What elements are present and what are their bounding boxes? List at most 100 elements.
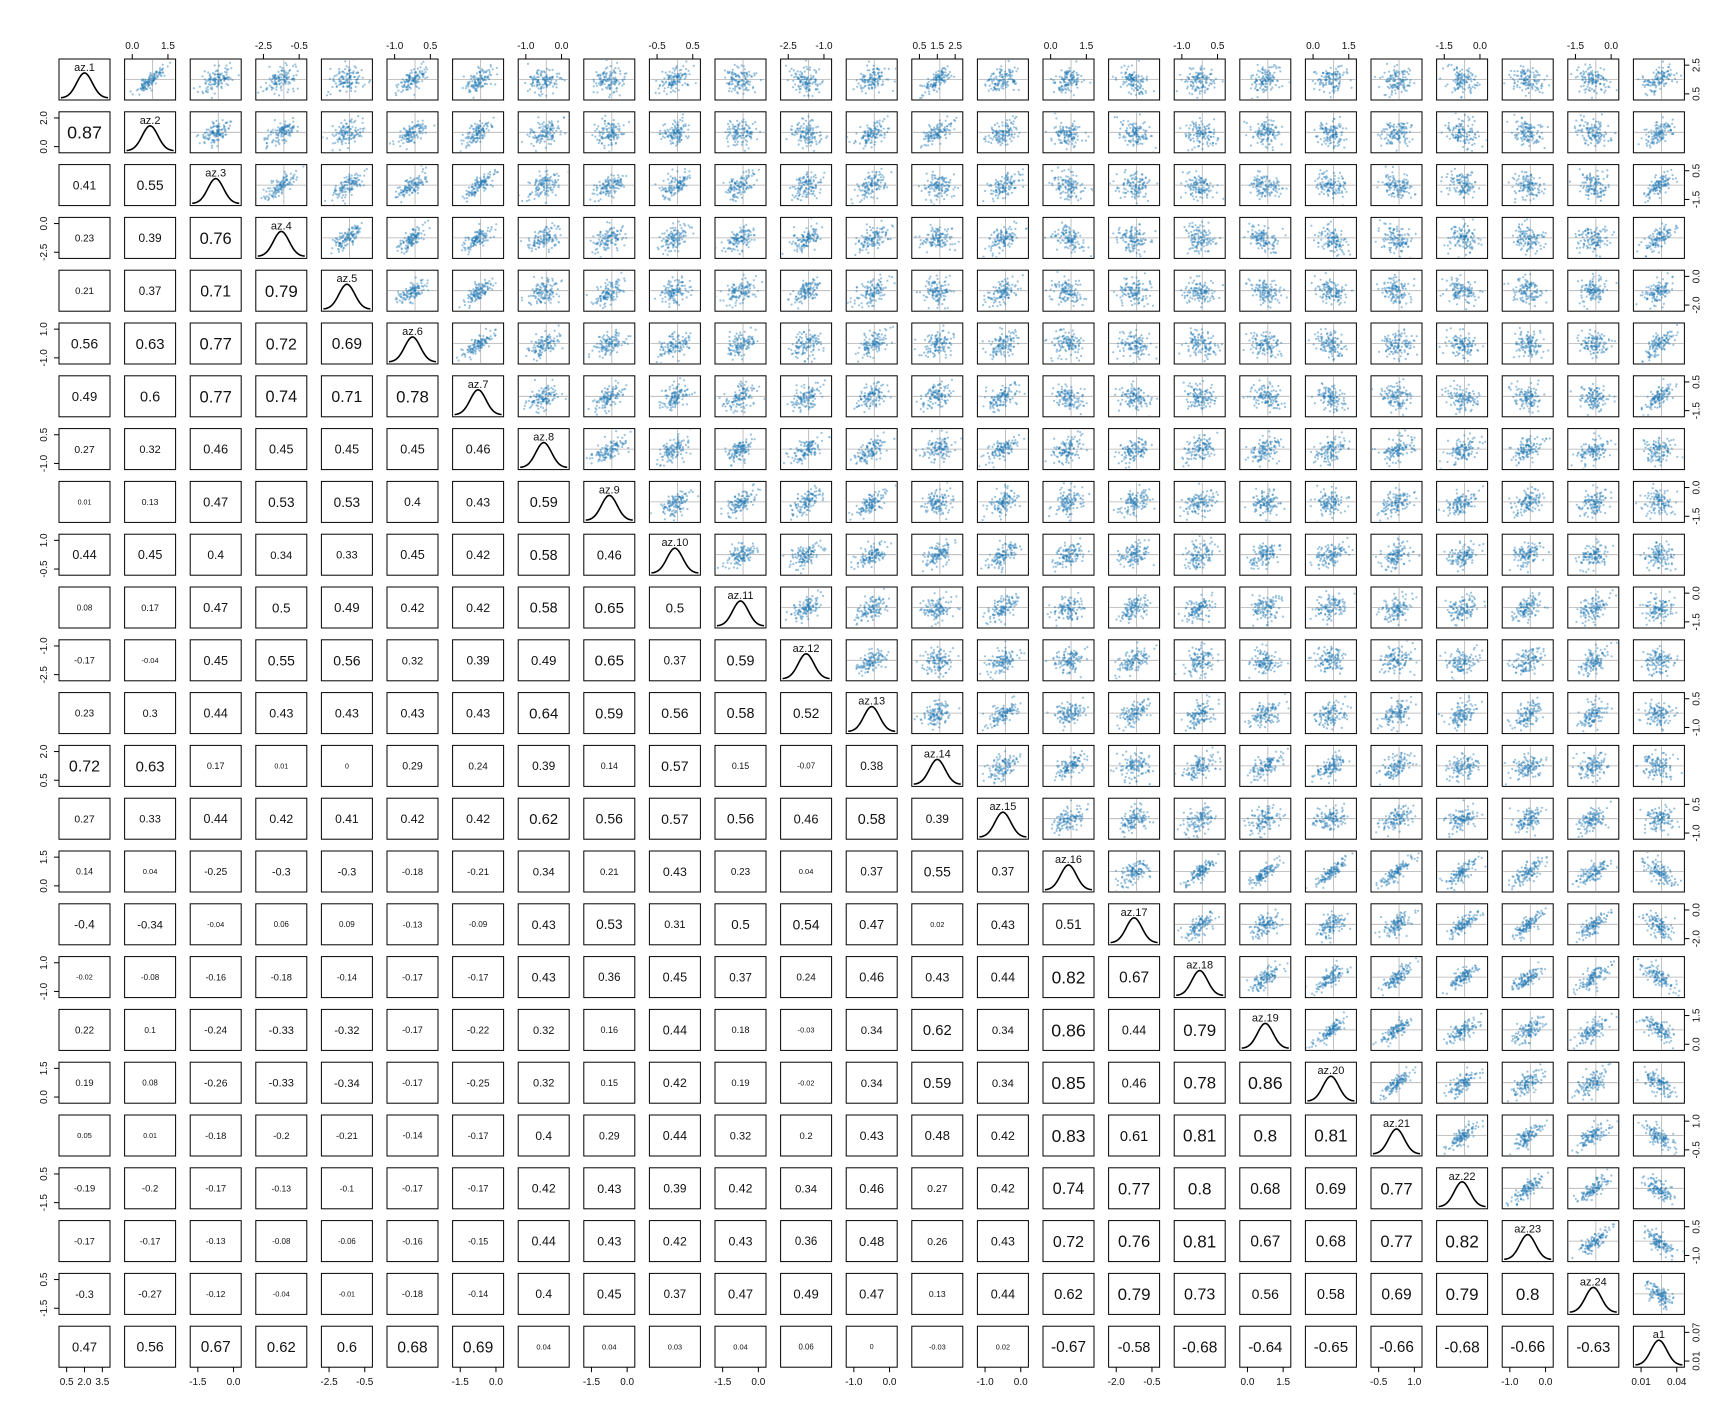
scatter-point [398, 136, 401, 139]
scatter-point [285, 125, 288, 128]
scatter-point [1142, 137, 1145, 140]
scatter-points [978, 112, 1028, 152]
scatter-point [408, 139, 411, 142]
scatter-point [1084, 131, 1087, 134]
scatter-point [861, 79, 865, 83]
scatter-point [343, 81, 346, 84]
scatter-point [863, 81, 866, 84]
scatter-point [1325, 75, 1328, 78]
scatter-point [289, 127, 292, 130]
scatter-point [1063, 83, 1066, 86]
scatter-point [1126, 143, 1129, 146]
scatter-point [1387, 77, 1390, 80]
scatter-point [1393, 83, 1396, 86]
scatter-point [1667, 66, 1670, 69]
scatter-point [1409, 78, 1412, 82]
scatter-point [346, 86, 349, 89]
scatter-point [617, 133, 620, 136]
scatter-point [338, 83, 341, 86]
scatter-point [287, 82, 290, 85]
scatter-point [726, 128, 729, 131]
scatter-point [208, 136, 211, 139]
panel-0-18 [1239, 58, 1292, 101]
scatter-point [848, 140, 851, 143]
scatter-point [546, 138, 550, 141]
scatter-point [737, 83, 740, 86]
scatter-point [1010, 121, 1013, 124]
panel-0-24 [1632, 58, 1685, 101]
scatter-point [415, 133, 418, 136]
scatter-point [494, 83, 497, 86]
scatter-point [984, 135, 987, 138]
scatter-point [480, 69, 483, 72]
scatter-point [605, 135, 608, 138]
scatter-point [555, 129, 558, 133]
scatter-point [1407, 67, 1410, 70]
scatter-point [409, 72, 412, 75]
scatter-point [271, 81, 274, 84]
scatter-point [612, 129, 615, 132]
scatter-point [595, 82, 598, 85]
scatter-point [144, 79, 147, 82]
scatter-point [218, 73, 221, 77]
scatter-point [603, 137, 606, 140]
scatter-point [614, 67, 617, 70]
scatter-point [1404, 70, 1407, 73]
scatter-point [1653, 91, 1656, 94]
scatter-point [357, 115, 360, 118]
scatter-point [859, 126, 862, 129]
scatter-point [396, 86, 399, 89]
scatter-point [1113, 116, 1116, 119]
scatter-point [806, 126, 809, 129]
scatter-point [526, 133, 529, 136]
scatter-point [667, 130, 670, 133]
scatter-point [526, 89, 530, 93]
scatter-point [147, 78, 151, 81]
scatter-point [1274, 83, 1277, 87]
scatter-point [338, 148, 341, 151]
scatter-point [1675, 80, 1679, 84]
scatter-point [1532, 71, 1535, 74]
scatter-point [857, 82, 860, 85]
scatter-point [1001, 75, 1004, 78]
scatter-point [1203, 67, 1206, 70]
scatter-point [987, 140, 990, 143]
scatter-point [284, 120, 287, 123]
scatter-point [1400, 90, 1403, 93]
scatter-point [419, 126, 422, 129]
scatter-point [1264, 80, 1267, 83]
scatter-point [934, 81, 938, 84]
scatter-point [275, 85, 278, 89]
scatter-point [942, 71, 945, 74]
scatter-point [413, 74, 417, 77]
panel-0-14 [976, 58, 1029, 101]
scatter-point [1338, 85, 1341, 88]
scatter-point [1208, 123, 1211, 126]
scatter-point [149, 71, 152, 75]
scatter-point [1076, 135, 1079, 138]
scatter-point [922, 131, 925, 134]
scatter-point [1000, 142, 1004, 145]
scatter-point [602, 81, 605, 84]
scatter-point [281, 73, 284, 76]
scatter-point [748, 73, 751, 77]
scatter-point [596, 138, 599, 141]
scatter-point [814, 78, 817, 81]
scatter-point [1204, 80, 1207, 83]
scatter-point [1144, 137, 1147, 141]
scatter-point [680, 68, 683, 71]
scatter-point [1521, 89, 1524, 92]
scatter-point [276, 136, 279, 139]
scatter-point [671, 82, 674, 85]
scatter-point [1192, 122, 1195, 125]
scatter-point [271, 140, 274, 143]
scatter-point [542, 86, 545, 89]
scatter-point [549, 125, 552, 128]
scatter-point [1007, 78, 1010, 81]
scatter-point [550, 76, 553, 79]
scatter-point [1011, 69, 1014, 73]
scatter-point [1000, 84, 1003, 87]
scatter-point [597, 141, 600, 145]
scatter-point [348, 76, 351, 79]
scatter-point [886, 131, 889, 134]
